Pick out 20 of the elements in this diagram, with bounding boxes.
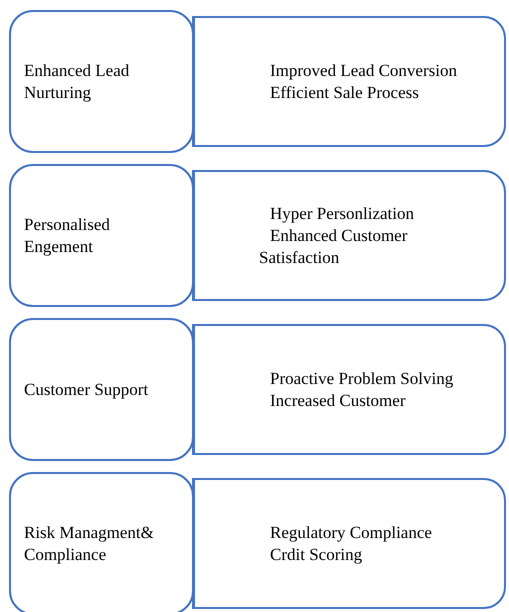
benefit-box — [192, 324, 506, 455]
category-label: Enhanced Lead Nurturing — [24, 60, 130, 104]
benefit-text: Crdit Scoring — [269, 544, 364, 566]
category-box — [9, 472, 194, 612]
benefit-text: Regulatory Compliance — [269, 522, 433, 544]
benefit-box — [192, 170, 506, 301]
category-box — [9, 10, 194, 153]
benefit-text: Proactive Problem Solving — [269, 368, 454, 390]
benefit-text: Efficient Sale Process — [269, 82, 420, 104]
benefit-text: Enhanced Customer Satisfaction — [259, 224, 408, 268]
benefit-box — [192, 478, 506, 609]
category-box — [9, 164, 194, 307]
category-label: Personalised Engement — [24, 214, 111, 258]
benefit-text: Improved Lead Conversion — [269, 60, 458, 82]
category-label: Customer Support — [24, 378, 150, 400]
category-box — [9, 318, 194, 461]
benefit-text: Hyper Personlization — [269, 202, 415, 224]
benefit-box — [192, 16, 506, 147]
benefit-text: Increased Customer — [269, 390, 406, 412]
category-label: Risk Managment& Compliance — [24, 522, 155, 566]
